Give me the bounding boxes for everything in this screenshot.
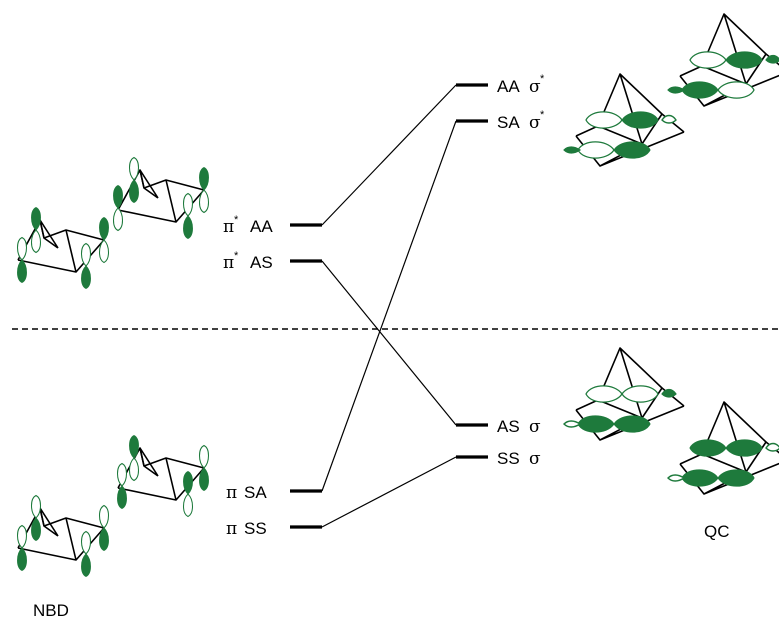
label-sa-sigma-star: SA σ *: [497, 109, 545, 133]
nbd-orbital-pi-star-as: [16, 206, 110, 290]
svg-text:σ: σ: [529, 113, 541, 133]
qc-orbital-ss-sigma: [667, 401, 779, 495]
svg-text:π: π: [226, 519, 237, 539]
nbd-orbital-pi-star-aa: [112, 156, 210, 240]
nbd-label: NBD: [33, 601, 69, 620]
svg-text:π: π: [223, 217, 234, 237]
label-aa-sigma-star: AA σ *: [497, 73, 545, 97]
svg-text:σ: σ: [529, 417, 541, 437]
svg-text:SA: SA: [497, 113, 520, 132]
svg-text:*: *: [234, 250, 239, 262]
label-pi-ss: π SS: [226, 519, 267, 539]
label-pi-star-aa: π * AA: [223, 214, 273, 237]
correlation-lines: [321, 84, 457, 528]
svg-text:AA: AA: [250, 217, 273, 236]
label-as-sigma: AS σ: [497, 417, 541, 437]
svg-text:*: *: [234, 214, 239, 226]
svg-text:AA: AA: [497, 77, 520, 96]
svg-text:σ: σ: [529, 449, 541, 469]
qc-orbital-sa-sigma-star: [563, 73, 685, 167]
svg-text:π: π: [226, 483, 237, 503]
qc-orbital-aa-sigma-star: [667, 13, 779, 107]
nbd-orbital-pi-ss: [16, 494, 110, 578]
label-pi-sa: π SA: [226, 483, 267, 503]
svg-text:SS: SS: [497, 449, 520, 468]
svg-text:SA: SA: [244, 483, 267, 502]
svg-text:*: *: [540, 73, 545, 85]
label-pi-star-as: π * AS: [223, 250, 273, 273]
label-ss-sigma: SS σ: [497, 449, 541, 469]
svg-text:SS: SS: [244, 519, 267, 538]
qc-orbital-as-sigma: [563, 347, 685, 441]
nbd-orbital-pi-sa: [116, 434, 210, 518]
svg-text:AS: AS: [250, 253, 273, 272]
svg-text:σ: σ: [529, 77, 541, 97]
svg-text:AS: AS: [497, 417, 520, 436]
qc-label: QC: [704, 522, 730, 541]
svg-text:*: *: [540, 109, 545, 121]
svg-text:π: π: [223, 253, 234, 273]
